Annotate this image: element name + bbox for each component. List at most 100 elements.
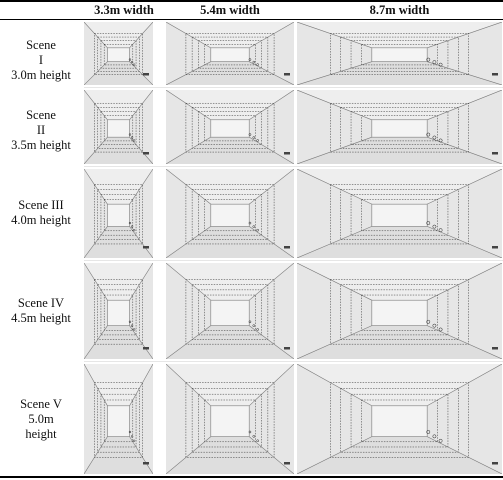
dashed-frame	[97, 388, 140, 453]
corridor-render	[84, 169, 153, 258]
ceiling-plane	[166, 263, 294, 301]
corridor-render	[166, 90, 294, 164]
perspective-edge	[166, 436, 211, 474]
legend-mark	[143, 73, 149, 76]
end-wall	[107, 299, 130, 326]
row-label-line: 3.0m height	[11, 68, 71, 82]
dashed-frame	[340, 107, 459, 149]
marker-symbol	[252, 136, 256, 139]
dashed-frame	[185, 184, 275, 245]
marker-symbol	[438, 327, 443, 332]
legend-mark	[492, 347, 498, 350]
dashed-frame	[185, 382, 275, 458]
marker-symbol	[256, 439, 259, 443]
right-wall	[129, 22, 153, 85]
perspective-edge	[249, 22, 294, 49]
marker-symbol	[128, 320, 132, 323]
floor-plane	[166, 325, 294, 359]
row-label-line: 3.5m height	[11, 138, 71, 152]
perspective-edge	[84, 436, 108, 474]
perspective-edge	[249, 226, 294, 258]
row-label-line: Scene III	[18, 198, 64, 212]
legend-mark	[143, 347, 149, 350]
marker-symbol	[128, 133, 132, 136]
dashed-frame	[330, 33, 469, 75]
floor-plane	[84, 61, 153, 85]
perspective-edge	[249, 90, 294, 121]
corridor-render-cell	[297, 90, 502, 164]
perspective-edge	[297, 263, 372, 301]
legend-mark	[492, 73, 498, 76]
dashed-frame	[103, 43, 134, 66]
ceiling-plane	[84, 22, 153, 48]
left-wall	[297, 169, 372, 258]
right-wall	[427, 169, 502, 258]
end-wall	[210, 405, 250, 437]
corridor-render	[297, 22, 502, 85]
dashed-frame	[100, 40, 137, 69]
marker-symbol	[248, 320, 252, 324]
corridor-render	[84, 263, 153, 359]
row-separator	[84, 260, 503, 261]
perspective-edge	[297, 226, 372, 258]
row-separator	[84, 166, 503, 167]
corridor-render	[84, 22, 153, 85]
dashed-frame	[103, 294, 134, 331]
left-wall	[297, 263, 372, 359]
perspective-edge	[129, 226, 153, 258]
floor-plane	[84, 137, 153, 164]
dashed-frame	[330, 279, 469, 345]
perspective-edge	[297, 325, 372, 359]
row-separator	[84, 361, 503, 362]
perspective-edge	[427, 436, 502, 474]
dashed-frame	[100, 393, 137, 448]
dashed-frame	[350, 111, 449, 145]
right-wall	[129, 364, 153, 474]
row-separator	[84, 87, 503, 88]
perspective-edge	[166, 169, 211, 205]
end-wall	[210, 203, 250, 227]
perspective-edge	[84, 169, 108, 205]
ceiling-plane	[166, 364, 294, 406]
dashed-frame	[97, 284, 140, 340]
end-wall	[210, 47, 250, 62]
corridor-render	[297, 90, 502, 164]
row-label-line: Scene	[26, 38, 56, 52]
row-label-line: 4.5m height	[11, 311, 71, 325]
perspective-edge	[427, 364, 502, 407]
dashed-frame	[204, 199, 256, 232]
ceiling-plane	[84, 169, 153, 205]
dashed-frame	[204, 294, 256, 331]
marker-symbol	[438, 62, 443, 67]
perspective-edge	[249, 61, 294, 85]
dashed-frame	[185, 102, 275, 153]
marker-symbol	[130, 60, 134, 64]
dashed-frame	[191, 388, 269, 453]
ceiling-plane	[84, 263, 153, 301]
left-wall	[166, 169, 211, 258]
dashed-frame	[340, 36, 459, 72]
end-wall	[107, 203, 130, 227]
marker-symbol	[132, 139, 136, 142]
perspective-edge	[84, 61, 108, 85]
corridor-render-cell	[84, 364, 153, 474]
dashed-frame	[340, 388, 459, 453]
dashed-frame	[361, 199, 438, 232]
marker-symbol	[132, 229, 136, 232]
perspective-edge	[166, 90, 211, 121]
legend-mark	[284, 347, 290, 350]
right-wall	[129, 263, 153, 359]
corridor-render	[166, 22, 294, 85]
right-wall	[249, 90, 294, 164]
header-rule	[0, 19, 503, 20]
perspective-edge	[129, 136, 153, 164]
column-header-8.7m: 8.7m width	[369, 3, 430, 17]
dashed-frame	[103, 115, 134, 142]
floor-plane	[297, 137, 502, 164]
dashed-frame	[330, 184, 469, 245]
dashed-frame	[97, 107, 140, 149]
marker-symbol	[438, 438, 443, 443]
perspective-edge	[166, 22, 211, 49]
dashed-frame	[350, 194, 449, 236]
